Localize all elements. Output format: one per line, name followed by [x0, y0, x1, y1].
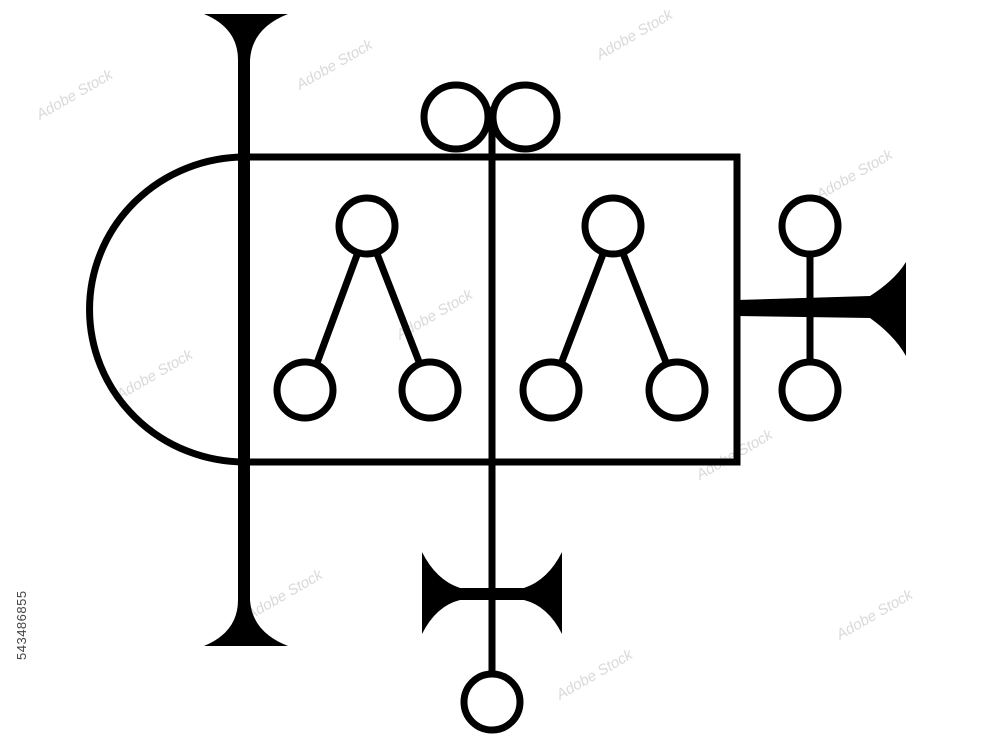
watermark-tile: Adobe Stock: [833, 585, 917, 644]
top-left-ring: [420, 81, 492, 153]
left-chevron-bottom-right-ring: [398, 358, 462, 422]
watermark-tile: Adobe Stock: [293, 35, 377, 94]
right-chevron-bottom-right-ring: [645, 358, 709, 422]
watermark-tile: Adobe Stock: [553, 645, 637, 704]
left-chevron-bottom-left-ring: [273, 358, 337, 422]
left-pillar: [204, 14, 288, 646]
right-horn-bar: [737, 262, 906, 356]
side-watermark-id: 543486855: [14, 590, 29, 660]
watermark-tile: Adobe Stock: [113, 345, 197, 404]
left-semicircle: [85, 153, 249, 466]
watermark-tile: Adobe Stock: [33, 65, 117, 124]
right-cross-top-ring: [778, 194, 842, 258]
watermark-tile: Adobe Stock: [593, 5, 677, 64]
right-cross-bottom-ring: [778, 358, 842, 422]
left-chevron-top-ring: [335, 194, 399, 258]
bottom-flared-crossbar: [422, 552, 562, 634]
right-chevron-bottom-left-ring: [519, 358, 583, 422]
bottom-ring: [460, 670, 524, 734]
top-right-ring: [489, 81, 561, 153]
right-chevron-top-ring: [581, 194, 645, 258]
watermark-tile: Adobe Stock: [813, 145, 897, 204]
watermark-tile: Adobe Stock: [243, 565, 327, 624]
